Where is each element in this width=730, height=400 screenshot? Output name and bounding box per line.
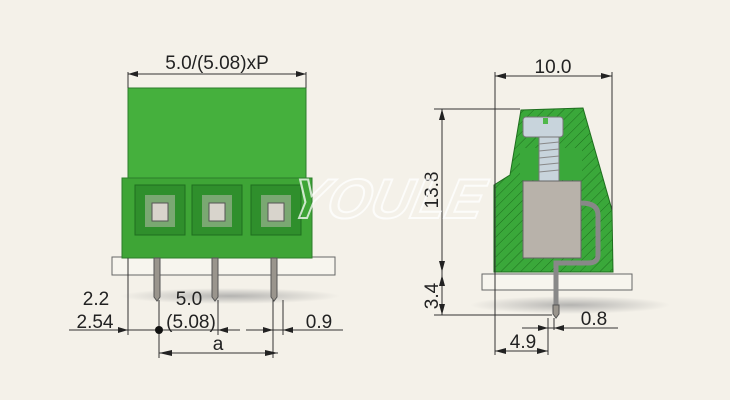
shadow: [470, 296, 670, 314]
wire-entry-3: [250, 184, 302, 236]
pcb-board: [111, 256, 336, 276]
clamp: [522, 180, 582, 259]
width-dimension: 5.0/(5.08)xP: [165, 53, 269, 74]
pin-1: [153, 257, 161, 302]
shadow: [120, 288, 340, 304]
pin-3: [270, 257, 278, 302]
body-top: [127, 87, 307, 181]
pitch-b: (5.08): [166, 312, 216, 333]
pin-offset-b: 2.54: [77, 312, 114, 333]
wire-entry-1: [134, 184, 186, 236]
pin-width: 0.9: [306, 312, 332, 333]
pin-side: [553, 200, 601, 305]
watermark: YOULE: [285, 168, 493, 230]
pin-2: [211, 257, 219, 302]
pin-length-dimension: 3.4: [422, 282, 443, 309]
front-view: 5.0/(5.08)xP 2.2 2.54 5.0 (5.08) 0.9 a: [69, 53, 343, 358]
pin-thickness-dimension: 0.8: [581, 309, 607, 330]
height-dimension: 13.8: [422, 172, 443, 209]
side-view: 10.0 13.8 3.4 0.8 4.9: [422, 57, 670, 355]
pin-offset-a: 2.2: [83, 289, 109, 310]
pitch-a: 5.0: [176, 289, 202, 310]
wire-entry-2: [191, 184, 243, 236]
depth-dimension: 10.0: [535, 57, 572, 78]
span-label: a: [213, 334, 224, 355]
pin-position-dimension: 4.9: [510, 332, 536, 353]
